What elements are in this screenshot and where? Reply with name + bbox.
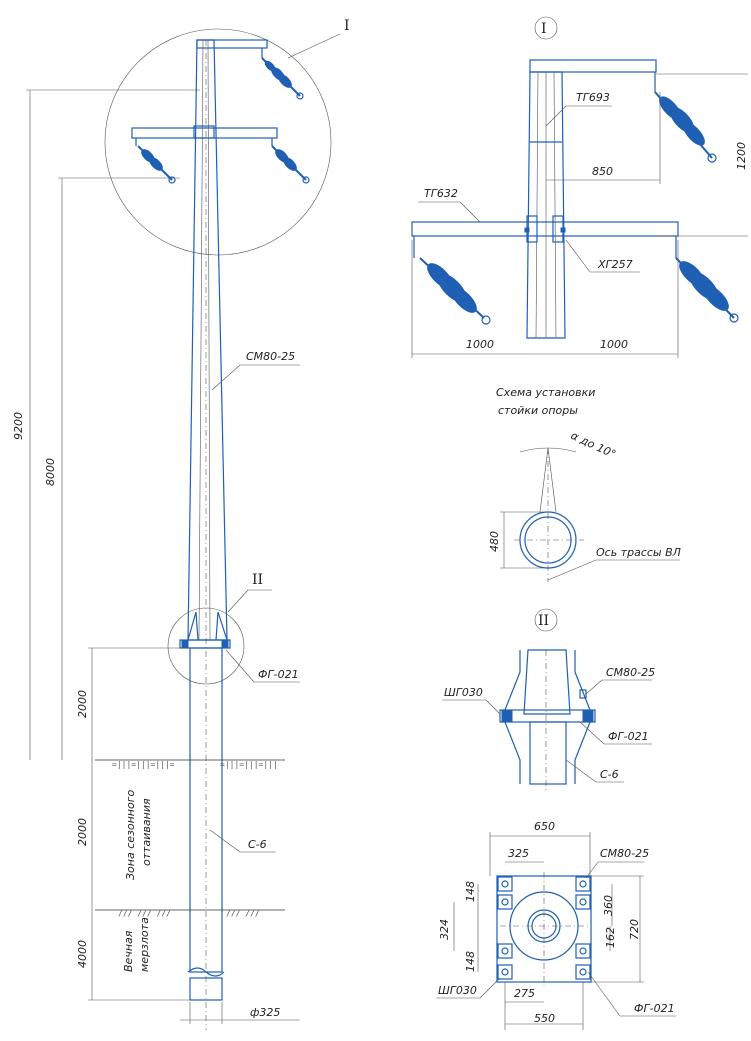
detail-top-traverse xyxy=(529,59,657,73)
dim-148-top: 148 xyxy=(464,881,477,902)
label-bolt-plan: ШГ030 xyxy=(438,984,477,997)
dim-148-bottom: 148 xyxy=(464,951,477,972)
svg-text:/// ///: /// /// xyxy=(226,909,260,918)
label-pile: С-6 xyxy=(248,838,267,851)
svg-text:=|||=|||=|||=: =|||=|||=|||= xyxy=(112,760,175,769)
insulator-mid-right xyxy=(271,145,310,184)
zone-seasonal-line2: оттаивания xyxy=(140,798,153,866)
insulator-top-right xyxy=(261,57,304,100)
zone-seasonal-line1: Зона сезонного xyxy=(124,790,137,880)
bolt-3 xyxy=(497,964,513,980)
dim-2000-zone: 2000 xyxy=(76,818,89,846)
dim-325: 325 xyxy=(508,847,529,860)
svg-text:=|||=|||=|||: =|||=|||=||| xyxy=(220,760,278,769)
dim-480: 480 xyxy=(488,531,501,552)
label-traverse-top: ТГ693 xyxy=(576,91,610,104)
detail-insulator-left xyxy=(419,257,491,325)
detail-II-flange xyxy=(499,709,596,723)
flange-plan: 650 325 СМ80-25 148 148 324 360 162 720 … xyxy=(436,820,676,1030)
dim-360: 360 xyxy=(602,895,615,916)
detail-II: II СМ80-25 ШГ030 ФГ-021 С-6 xyxy=(442,608,655,790)
detail-pole xyxy=(526,71,566,339)
zone-perma-line1: Вечная xyxy=(122,930,135,972)
scheme-title-line1: Схема установки xyxy=(496,386,595,399)
dim-9200: 9200 xyxy=(12,412,25,440)
label-bolt-II: ШГ030 xyxy=(444,686,483,699)
detail-insulator-top xyxy=(654,91,717,163)
pole-elevation: I xyxy=(12,18,350,1030)
dim-2000-above: 2000 xyxy=(76,690,89,718)
dim-1000-left: 1000 xyxy=(466,338,494,351)
label-flange-plan: ФГ-021 xyxy=(634,1002,675,1015)
dim-4000: 4000 xyxy=(76,940,89,968)
label-diameter: ф325 xyxy=(250,1006,280,1019)
callout-II-right: II xyxy=(538,613,549,629)
dim-650: 650 xyxy=(534,820,555,833)
label-route-axis: Ось трассы ВЛ xyxy=(596,546,681,559)
callout-I-left: I xyxy=(344,18,350,34)
detail-II-stand xyxy=(523,649,571,715)
detail-insulator-right xyxy=(675,257,739,323)
dim-550: 550 xyxy=(534,1012,555,1025)
bolt-4 xyxy=(575,964,591,980)
callout-II-left: II xyxy=(252,572,263,588)
svg-text:/// /// ///: /// /// /// xyxy=(118,909,171,918)
dim-162: 162 xyxy=(604,927,617,948)
label-pile-II: С-6 xyxy=(600,768,619,781)
label-clamp: ХГ257 xyxy=(597,258,633,271)
bolt-2 xyxy=(575,876,591,892)
scheme-title-line2: стойки опоры xyxy=(498,404,578,417)
bolt-1 xyxy=(497,876,513,892)
label-traverse-main: ТГ632 xyxy=(424,187,458,200)
top-traverse xyxy=(196,39,268,49)
detail-circle-II xyxy=(167,607,245,685)
detail-main-traverse xyxy=(411,221,679,237)
dim-1200: 1200 xyxy=(735,142,748,170)
detail-circle-I xyxy=(104,28,332,256)
dim-324: 324 xyxy=(438,919,451,940)
label-stand: СМ80-25 xyxy=(246,350,295,363)
dim-8000: 8000 xyxy=(44,458,57,486)
zone-perma-line2: мерзлота xyxy=(138,917,151,972)
detail-I: I xyxy=(411,16,748,358)
dim-1000-right: 1000 xyxy=(600,338,628,351)
label-stand-II: СМ80-25 xyxy=(606,666,655,679)
dim-850: 850 xyxy=(592,165,613,178)
installation-scheme: Схема установки стойки опоры α до 10° 48… xyxy=(488,386,681,582)
angle-label: α до 10° xyxy=(569,429,618,461)
dim-275: 275 xyxy=(514,987,535,1000)
label-stand-plan: СМ80-25 xyxy=(600,847,649,860)
insulator-mid-left xyxy=(137,145,176,184)
callout-I-right: I xyxy=(541,21,547,37)
label-flange: ФГ-021 xyxy=(258,668,299,681)
label-flange-II: ФГ-021 xyxy=(608,730,649,743)
main-traverse xyxy=(131,127,278,139)
dim-720: 720 xyxy=(628,919,641,940)
